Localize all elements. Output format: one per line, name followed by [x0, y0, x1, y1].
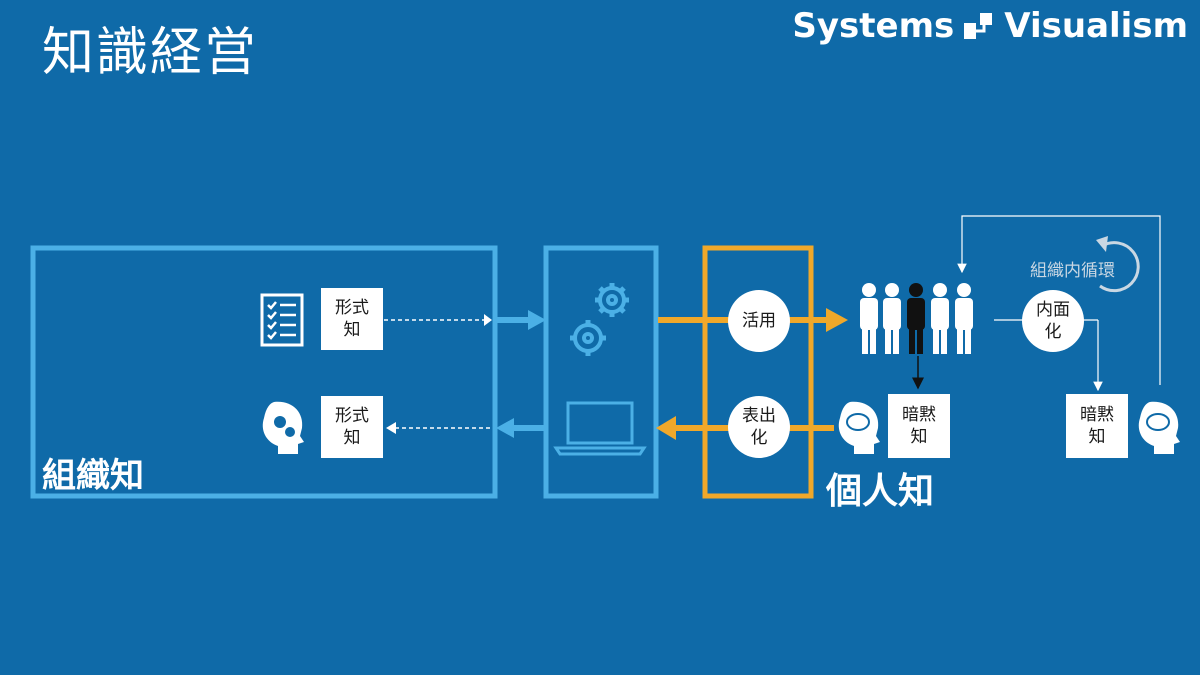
conversion-frame	[702, 245, 814, 499]
externalize-circle: 表出 化	[728, 396, 790, 458]
cycle-label: 組織内循環	[1030, 261, 1115, 281]
brand-left: Systems	[792, 6, 955, 46]
internalize-circle: 内面 化	[1022, 290, 1084, 352]
tacit-knowledge-box-a: 暗黙 知	[888, 394, 950, 458]
brain-head-icon	[838, 401, 880, 454]
brain-head-icon	[1138, 401, 1180, 454]
gears-icon	[570, 283, 629, 356]
brand-logo: Systems Visualism	[792, 6, 1188, 46]
cycle-arrow-icon	[1099, 241, 1140, 293]
system-frame	[543, 245, 659, 499]
tacit-knowledge-box-b: 暗黙 知	[1066, 394, 1128, 458]
logo-mark-icon	[964, 13, 993, 39]
page-title: 知識経営	[42, 23, 259, 83]
checklist-icon	[260, 293, 304, 347]
formal-knowledge-box-bottom: 形式 知	[321, 396, 383, 458]
brand-right: Visualism	[1004, 6, 1188, 46]
gear-head-icon	[262, 401, 304, 454]
individual-knowledge-label: 個人知	[826, 471, 935, 512]
use-circle: 活用	[728, 290, 790, 352]
people-icon	[860, 283, 973, 354]
formal-knowledge-box-top: 形式 知	[321, 288, 383, 350]
laptop-icon	[553, 401, 647, 456]
org-knowledge-label: 組織知	[42, 456, 144, 496]
org-knowledge-frame	[30, 245, 498, 499]
